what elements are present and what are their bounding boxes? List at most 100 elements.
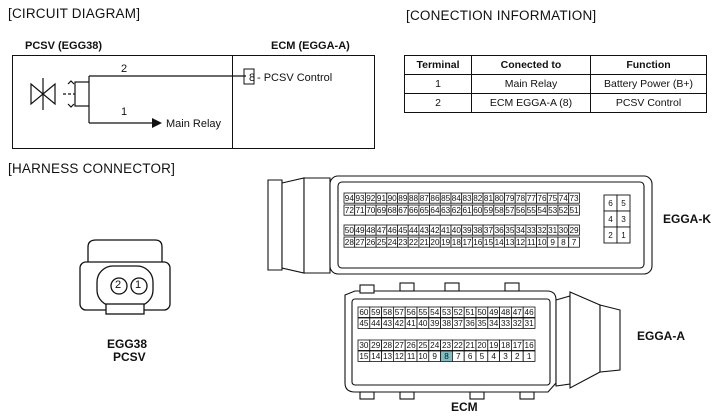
egg38-pin-2: 2 xyxy=(115,279,122,291)
egga-k-pin-label: 89 xyxy=(398,194,408,203)
table-cell: Main Relay xyxy=(471,74,591,94)
egga-k-pin-label: 45 xyxy=(398,226,408,235)
egga-k-pin-label: 29 xyxy=(569,226,579,235)
harness-connector-heading: [HARNESS CONNECTOR] xyxy=(8,161,176,176)
egga-k-label: EGGA-K xyxy=(663,212,711,226)
ecm-pcsv-control-label: - PCSV Control xyxy=(257,72,333,84)
egga-k-pin-label: 58 xyxy=(495,206,505,215)
egga-k-pin-label: 77 xyxy=(527,194,537,203)
table-row: 2 ECM EGGA-A (8) PCSV Control xyxy=(404,93,707,113)
egga-k-pin-label: 46 xyxy=(388,226,398,235)
egga-k-pin-label: 55 xyxy=(527,206,537,215)
egga-k-pin-label: 31 xyxy=(548,226,558,235)
egga-a-pin-label: 55 xyxy=(418,308,428,317)
egga-k-pin-label: 69 xyxy=(377,206,387,215)
egga-k-pin-label: 22 xyxy=(409,238,419,247)
egga-a-pin-label: 9 xyxy=(432,352,437,361)
egga-k-pin-label: 35 xyxy=(505,226,515,235)
egga-a-pin-label: 19 xyxy=(489,341,499,350)
egga-k-pin-label: 85 xyxy=(441,194,451,203)
egga-a-pin-label: 8 xyxy=(444,352,449,361)
egga-k-pin-label: 60 xyxy=(473,206,483,215)
egga-k-pin-label: 12 xyxy=(516,238,526,247)
egga-a-tab xyxy=(359,391,375,400)
egga-k-pin-label: 61 xyxy=(462,206,472,215)
egga-a-tab xyxy=(399,391,415,400)
egga-a-pin xyxy=(522,306,536,318)
egga-a-pin-label: 49 xyxy=(489,308,499,317)
egga-k-pin-label: 33 xyxy=(527,226,537,235)
egga-a-pin-label: 23 xyxy=(442,341,452,350)
egga-k-pin-label: 90 xyxy=(388,194,398,203)
egga-a-pin-label: 57 xyxy=(395,308,405,317)
egga-k-pin-label: 47 xyxy=(377,226,387,235)
egga-a-pin-label: 50 xyxy=(477,308,487,317)
egga-a-pin-label: 47 xyxy=(513,308,523,317)
egga-k-side-pin-label: 5 xyxy=(621,199,626,208)
egga-a-pin-label: 26 xyxy=(407,341,417,350)
egga-k-pin xyxy=(568,224,580,236)
egga-k-side-pin-label: 6 xyxy=(608,199,613,208)
egga-a-pin-label: 54 xyxy=(430,308,440,317)
egga-k-pin-label: 38 xyxy=(473,226,483,235)
egga-a-pin-label: 31 xyxy=(525,319,535,328)
egga-a-pin-label: 41 xyxy=(407,319,417,328)
connection-table: Terminal Conected to Function 1 Main Rel… xyxy=(404,55,707,113)
main-relay-arrow-icon xyxy=(152,118,162,128)
egga-a-pin-label: 45 xyxy=(359,319,369,328)
egga-k-side-pin-label: 3 xyxy=(621,215,626,224)
egga-a-pin-label: 33 xyxy=(501,319,511,328)
header-connected-to: Conected to xyxy=(471,55,591,75)
egga-a-pin-label: 10 xyxy=(418,352,428,361)
egga-k-pin-label: 74 xyxy=(559,194,569,203)
egga-k-pin-label: 63 xyxy=(441,206,451,215)
egga-k-pin xyxy=(568,204,580,216)
egga-a-pin-label: 46 xyxy=(525,308,535,317)
egga-k-pin-label: 14 xyxy=(495,238,505,247)
egga-a-pin-label: 5 xyxy=(480,352,485,361)
egga-a-pin-label: 27 xyxy=(395,341,405,350)
egga-a-pin-label: 17 xyxy=(513,341,523,350)
egga-a-pin-label: 60 xyxy=(359,308,369,317)
egga-a-pin-label: 11 xyxy=(407,352,416,361)
egga-k-pin-label: 18 xyxy=(452,238,462,247)
egga-a-pin xyxy=(522,350,536,362)
egga-k-pin-label: 81 xyxy=(484,194,494,203)
egga-k-pin-label: 62 xyxy=(452,206,462,215)
egga-k-pin-label: 92 xyxy=(366,194,376,203)
egga-k-pin-label: 94 xyxy=(345,194,355,203)
egga-a-pin-label: 24 xyxy=(430,341,440,350)
egga-a-pin-label: 32 xyxy=(513,319,523,328)
egga-k-pin-label: 34 xyxy=(516,226,526,235)
egga-k-pin-label: 93 xyxy=(355,194,365,203)
egga-a-pin-label: 38 xyxy=(442,319,452,328)
egga-a-pin xyxy=(522,317,536,329)
egga-a-tab xyxy=(469,391,485,400)
circuit-diagram-heading: [CIRCUIT DIAGRAM] xyxy=(8,6,141,21)
egga-a-pin-label: 15 xyxy=(359,352,369,361)
egga-k-pin-label: 82 xyxy=(473,194,483,203)
egga-k-side-pin-label: 4 xyxy=(608,215,613,224)
egga-k-pin-label: 87 xyxy=(420,194,430,203)
egga-a-label: EGGA-A xyxy=(637,329,685,343)
egg38-connector-icon xyxy=(79,239,171,315)
egga-a-pin-label: 21 xyxy=(466,341,476,350)
egga-a-pin-label: 36 xyxy=(466,319,476,328)
egga-k-pin-label: 48 xyxy=(366,226,376,235)
egga-k-pin-label: 59 xyxy=(484,206,494,215)
egga-k-pin-label: 13 xyxy=(505,238,515,247)
egga-k-pin-label: 40 xyxy=(452,226,462,235)
egga-k-pin-label: 84 xyxy=(452,194,462,203)
table-header-row: Terminal Conected to Function xyxy=(404,55,707,75)
egga-a-pin-label: 12 xyxy=(395,352,405,361)
egga-a-pin-label: 2 xyxy=(515,352,520,361)
egg38-pin-1: 1 xyxy=(135,279,142,291)
egga-a-pin-label: 44 xyxy=(371,319,381,328)
egga-a-pin-label: 3 xyxy=(503,352,508,361)
egga-a-pin-label: 43 xyxy=(383,319,393,328)
egga-a-housing-right xyxy=(555,295,571,387)
egga-k-pin-label: 9 xyxy=(550,238,555,247)
egga-a-pin-label: 20 xyxy=(477,341,487,350)
egga-k-pin xyxy=(568,192,580,204)
